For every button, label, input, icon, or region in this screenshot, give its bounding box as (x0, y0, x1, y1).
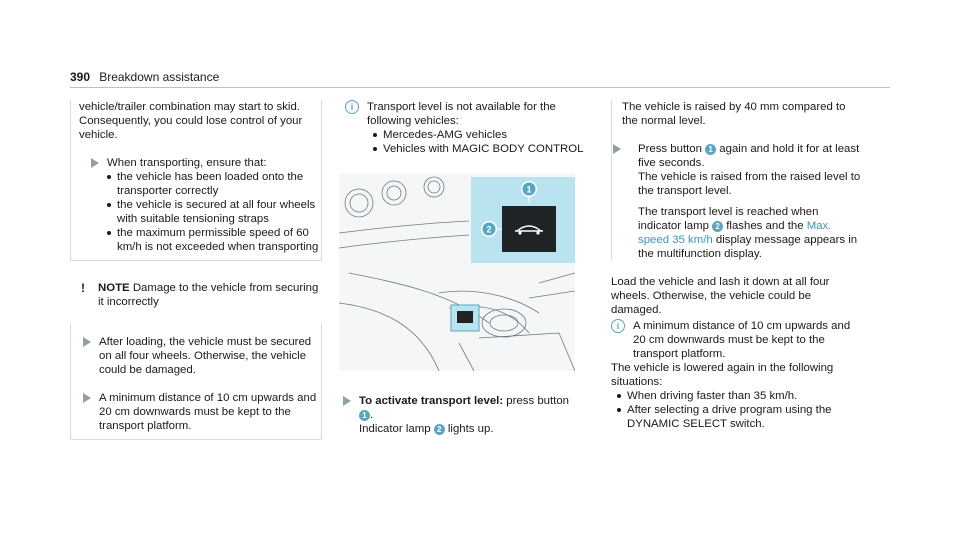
info-icon: i (345, 100, 359, 114)
info-block: i Transport level is not available for t… (339, 100, 591, 156)
note-block: ! NOTE Damage to the vehicle from securi… (70, 281, 322, 309)
step-heading: To activate transport level: (359, 395, 504, 407)
reached-mid: flashes and the (726, 220, 804, 232)
display-message: Max. speed 35 km/h (638, 220, 832, 246)
callout-2: 2 (486, 225, 491, 235)
step-transport: When transporting, ensure that: the vehi… (79, 156, 321, 254)
step-text: After loading, the vehicle must be secur… (99, 336, 312, 376)
info-bullets: Mercedes-AMG vehicles Vehicles with MAGI… (367, 128, 591, 156)
step-text: press button (506, 395, 569, 407)
transport-bullets: the vehicle has been loaded onto the tra… (107, 170, 321, 254)
arrow-right-icon (83, 393, 91, 403)
note-text: Damage to the vehicle from securing it i… (98, 282, 319, 308)
note-steps-box: After loading, the vehicle must be secur… (70, 323, 322, 440)
center-console-drawing: 1 2 (339, 176, 575, 371)
section-title: Breakdown assistance (99, 70, 220, 84)
reached-text: The transport level is reached when indi… (638, 206, 819, 232)
reached-end: display message appears in the multifunc… (638, 234, 858, 260)
step-press: Press button 1 again and hold it for at … (612, 142, 863, 261)
column-middle: i Transport level is not available for t… (339, 100, 591, 156)
arrow-right-icon (613, 144, 621, 154)
arrow-right-icon (343, 396, 351, 406)
step-distance: A minimum distance of 10 cm upwards and … (71, 391, 321, 433)
indicator-text-end: lights up. (447, 423, 494, 435)
press-text: Press button (638, 143, 702, 155)
info-icon: i (611, 319, 625, 333)
raised-text: The vehicle is raised by 40 mm compared … (622, 101, 846, 127)
exclamation-icon: ! (81, 281, 85, 295)
list-item: the vehicle is secured at all four wheel… (107, 198, 321, 226)
step-activate: To activate transport level: press butto… (339, 394, 591, 436)
lowered-bullets: When driving faster than 35 km/h. After … (611, 389, 863, 431)
page-number: 390 (70, 70, 91, 84)
number-badge: 1 (705, 144, 717, 155)
number-badge: 2 (712, 221, 724, 232)
number-badge: 2 (433, 424, 445, 435)
step-dot: . (370, 409, 374, 421)
list-item: Mercedes-AMG vehicles (373, 128, 591, 142)
step-text: When transporting, ensure that: (107, 157, 267, 169)
load-text: Load the vehicle and lash it down at all… (611, 276, 830, 316)
list-item: the maximum permissible speed of 60 km/h… (107, 226, 321, 254)
info-text: Transport level is not available for the… (367, 101, 556, 127)
list-item: Vehicles with MAGIC BODY CONTROL (373, 142, 591, 156)
intro-text: vehicle/trailer combination may start to… (79, 101, 303, 141)
step-after-loading: After loading, the vehicle must be secur… (71, 335, 321, 377)
list-item: When driving faster than 35 km/h. (617, 389, 863, 403)
warning-box: vehicle/trailer combination may start to… (70, 100, 322, 261)
column-right: The vehicle is raised by 40 mm compared … (611, 100, 863, 431)
arrow-right-icon (83, 337, 91, 347)
header-rule (70, 87, 890, 88)
press-line2: The vehicle is raised from the raised le… (638, 171, 861, 197)
indicator-text: Indicator lamp (359, 423, 431, 435)
activate-step: To activate transport level: press butto… (339, 394, 591, 436)
number-badge: 1 (359, 410, 370, 421)
step-text: A minimum distance of 10 cm upwards and … (99, 392, 317, 432)
lowered-text: The vehicle is lowered again in the foll… (611, 362, 834, 388)
column-left: vehicle/trailer combination may start to… (70, 100, 322, 440)
list-item: After selecting a drive program using th… (617, 403, 863, 431)
press-text-end: again and hold it for at least five seco… (638, 143, 860, 169)
list-item: the vehicle has been loaded onto the tra… (107, 170, 321, 198)
dashboard-illustration: 1 2 (339, 173, 575, 371)
page-header: 390 Breakdown assistance (70, 70, 890, 85)
info-distance: i A minimum distance of 10 cm upwards an… (611, 319, 863, 361)
callout-1: 1 (526, 185, 531, 195)
arrow-right-icon (91, 158, 99, 168)
info-distance-text: A minimum distance of 10 cm upwards and … (633, 320, 851, 360)
steps-box: The vehicle is raised by 40 mm compared … (611, 100, 863, 261)
note-label: NOTE (98, 282, 130, 294)
